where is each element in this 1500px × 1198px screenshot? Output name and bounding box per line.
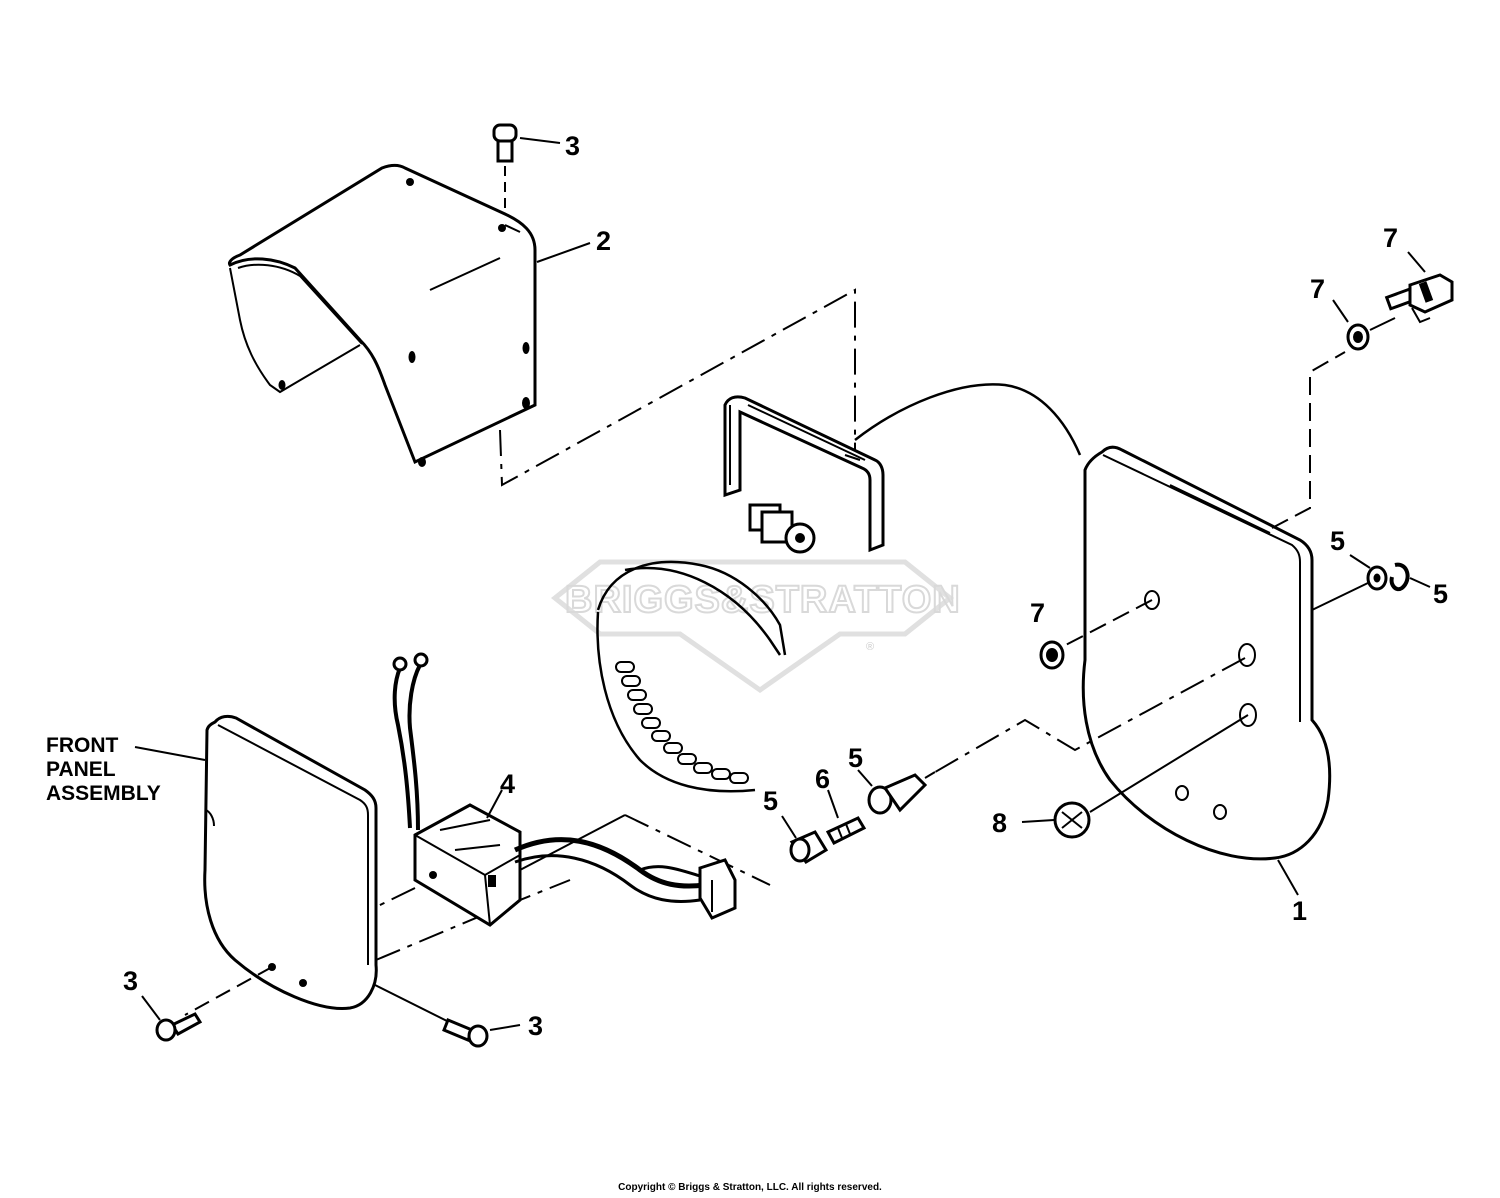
leader-6: [827, 789, 839, 819]
leader-3-right: [489, 1024, 521, 1031]
part-1-rear-panel: [1081, 445, 1332, 861]
callout-7-top: 7: [1383, 223, 1398, 253]
leader-4: [486, 789, 503, 819]
leader-3-left: [141, 995, 161, 1021]
leader-7-top: [1407, 251, 1426, 273]
inner-bracket: [723, 395, 885, 553]
leader-screw-right: [374, 984, 456, 1026]
part-8-knob: [1021, 801, 1091, 839]
leader-5-cap: [781, 815, 797, 839]
part-3-left-screw: [155, 1012, 203, 1042]
part-4-module: [392, 652, 737, 927]
callout-5-right-b: 5: [1433, 579, 1448, 609]
callout-3-top: 3: [565, 131, 580, 161]
part-3-right-screw: [442, 1018, 489, 1048]
callout-7-mid: 7: [1310, 274, 1325, 304]
callout-5-left: 5: [763, 786, 778, 816]
leader-3-top: [519, 137, 561, 144]
assembly-label-line1: FRONT: [46, 734, 118, 757]
callout-3-right: 3: [528, 1011, 543, 1041]
part-7-panel-nut: [1039, 640, 1065, 670]
alignment-line-toggle: [1271, 351, 1346, 529]
callout-7-panel: 7: [1030, 598, 1045, 628]
leader-panel-hole-7: [1059, 599, 1153, 649]
watermark-registered-mark: ®: [866, 641, 874, 653]
leader-5-holder: [857, 769, 873, 787]
callout-5-nut: 5: [848, 743, 863, 773]
leader-screw-left: [184, 966, 273, 1016]
toggle-axis: [1369, 317, 1396, 331]
leader-5-right-b: [1409, 577, 1431, 588]
assembly-label-line2: PANEL: [46, 758, 116, 781]
part-5-fuse-cap: [789, 830, 829, 865]
part-7-toggle-switch: [1384, 273, 1454, 324]
callout-4: 4: [500, 769, 515, 799]
callout-2: 2: [596, 226, 611, 256]
part-3-top-screw: [492, 123, 518, 215]
part-2-top-cover: [228, 163, 537, 467]
callout-3-left: 3: [123, 966, 138, 996]
assembly-label-line3: ASSEMBLY: [46, 782, 161, 805]
alignment-line-front-panel-2: [377, 887, 416, 907]
part-7-top-nut: [1346, 323, 1370, 351]
front-panel-assembly: [203, 714, 378, 1010]
callout-6: 6: [815, 764, 830, 794]
leader-5-right-a: [1349, 554, 1371, 569]
part-5-right-lockwasher: [1389, 562, 1410, 592]
part-5-fuse-holder: [867, 771, 936, 815]
leader-washer-line: [1311, 581, 1371, 611]
alignment-line-panel: [929, 657, 1246, 776]
vent-slots: [615, 661, 749, 784]
copyright-notice: Copyright © Briggs & Stratton, LLC. All …: [618, 1182, 882, 1193]
leader-7-mid: [1332, 299, 1349, 323]
callout-8: 8: [992, 808, 1007, 838]
alignment-line-cover: [499, 288, 856, 487]
bracket-receptacle: [748, 503, 816, 554]
part-6-fuse: [825, 816, 867, 845]
leader-1: [1277, 859, 1299, 896]
leader-knob-8: [1089, 714, 1249, 813]
leader-front-panel: [134, 746, 206, 761]
leader-2: [536, 242, 591, 263]
callout-1: 1: [1292, 896, 1307, 926]
callout-5-right-a: 5: [1330, 526, 1345, 556]
part-5-right-washer: [1366, 565, 1388, 591]
blower-housing: [596, 383, 1082, 793]
